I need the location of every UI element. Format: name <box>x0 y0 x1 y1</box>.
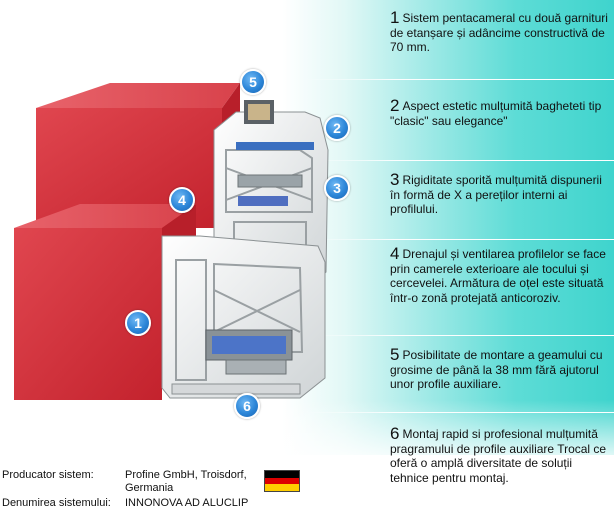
section-divider <box>300 79 614 80</box>
feature-text: Rigiditate sporită mulțumită dispunerii … <box>390 173 602 217</box>
pvc-profile-lower <box>161 235 326 399</box>
section-divider <box>300 160 614 161</box>
badge-6: 6 <box>234 393 260 419</box>
feature-text: Montaj rapid si profesional mulțumită pr… <box>390 427 607 485</box>
section-divider <box>300 335 614 336</box>
lower-red-frame <box>14 204 196 400</box>
feature-number: 6 <box>390 424 400 443</box>
background-fade <box>0 400 614 510</box>
feature-text: Drenajul și ventilarea profilelor se fac… <box>390 247 606 305</box>
badge-4: 4 <box>169 187 195 213</box>
feature-number: 1 <box>390 8 400 27</box>
window-profile-illustration <box>14 83 329 400</box>
badge-1: 1 <box>125 310 151 336</box>
feature-number: 5 <box>390 345 400 364</box>
feature-number: 3 <box>390 170 400 189</box>
section-divider <box>300 412 614 413</box>
feature-number: 2 <box>390 96 400 115</box>
feature-text: Sistem pentacameral cu două garnituri de… <box>390 11 608 55</box>
badge-3: 3 <box>324 175 350 201</box>
producer-value-line1: Profine GmbH, Troisdorf, <box>125 469 247 481</box>
feature-text: Aspect estetic mulțumită bagheteti tip "… <box>390 99 602 128</box>
system-value: INNONOVA AD ALUCLIP <box>125 497 249 509</box>
feature-text: Posibilitate de montare a geamului cu gr… <box>390 348 603 392</box>
badge-5: 5 <box>240 69 266 95</box>
producer-label: Producator sistem: <box>2 469 94 481</box>
system-label: Denumirea sistemului: <box>2 497 111 509</box>
badge-2: 2 <box>324 115 350 141</box>
section-divider <box>300 239 614 240</box>
germany-flag-icon <box>264 470 300 492</box>
producer-value-line2: Germania <box>125 482 174 494</box>
feature-number: 4 <box>390 244 400 263</box>
